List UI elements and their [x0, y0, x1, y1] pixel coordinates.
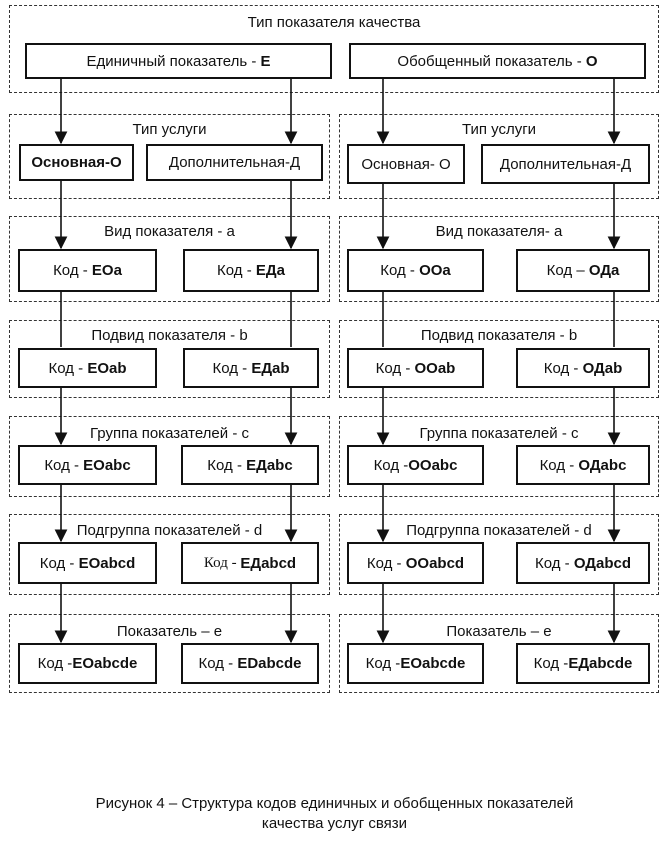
right-kind-box-1: Код - ООа [347, 249, 484, 292]
right-indicator-group: Показатель – е [339, 614, 659, 693]
right-subgroup-box-2: Код - ОДаbcd [516, 542, 650, 584]
quality-indicator-type-title: Тип показателя качества [247, 14, 421, 31]
right-kind-box-2: Код – ОДа [516, 249, 650, 292]
unit-indicator-box: Единичный показатель - Е [25, 43, 332, 79]
left-kind-title: Вид показателя - а [104, 223, 235, 240]
left-indicator-title: Показатель – е [116, 623, 223, 640]
left-indicator-box-2: Код - ЕDаbcde [181, 643, 319, 684]
right-subgroup-group: Подгруппа показателей - d [339, 514, 659, 595]
left-subgroup-box-2: Код - ЕДаbcd [181, 542, 319, 584]
left-group-box-1: Код - ЕОаbс [18, 445, 157, 485]
left-additional-service-box: Дополнительная-Д [146, 144, 323, 181]
right-subkind-group: Подвид показателя - b [339, 320, 659, 398]
quality-indicator-type-group: Тип показателя качества [9, 5, 659, 93]
left-subkind-box-2: Код - ЕДаb [183, 348, 319, 388]
left-group-title: Группа показателей - с [90, 425, 249, 442]
right-subkind-title: Подвид показателя - b [420, 327, 578, 344]
right-indicator-box-1: Код -ЕОаbcde [347, 643, 484, 684]
general-indicator-box: Обобщенный показатель - О [349, 43, 646, 79]
right-service-type-group: Тип услуги [339, 114, 659, 199]
right-kind-group: Вид показателя- а [339, 216, 659, 302]
left-group-box-2: Код - ЕДаbс [181, 445, 319, 485]
right-kind-title: Вид показателя- а [435, 223, 563, 240]
left-kind-box-1: Код - ЕОа [18, 249, 157, 292]
left-indicator-box-1: Код -ЕОаbcde [18, 643, 157, 684]
left-kind-group: Вид показателя - а [9, 216, 330, 302]
left-indicator-group: Показатель – е [9, 614, 330, 693]
left-kind-box-2: Код - ЕДа [183, 249, 319, 292]
right-additional-service-box: Дополнительная-Д [481, 144, 650, 184]
left-subgroup-box-1: Код - ЕОаbcd [18, 542, 157, 584]
left-basic-service-box: Основная-О [19, 144, 134, 181]
right-group-box-2: Код - ОДаbс [516, 445, 650, 485]
right-subkind-box-2: Код - ОДаb [516, 348, 650, 388]
right-basic-service-box: Основная- О [347, 144, 465, 184]
figure-caption-line-2: качества услуг связи [261, 815, 408, 832]
left-subgroup-group: Подгруппа показателей - d [9, 514, 330, 595]
right-subgroup-box-1: Код - ООаbcd [347, 542, 484, 584]
right-group-group: Группа показателей - с [339, 416, 659, 497]
left-subgroup-title: Подгруппа показателей - d [76, 522, 263, 539]
right-indicator-box-2: Код -ЕДаbcde [516, 643, 650, 684]
right-group-title: Группа показателей - с [419, 425, 579, 442]
left-service-type-title: Тип услуги [132, 121, 207, 138]
left-subkind-box-1: Код - ЕОаb [18, 348, 157, 388]
left-subkind-title: Подвид показателя - b [91, 327, 248, 344]
right-subkind-box-1: Код - ООаb [347, 348, 484, 388]
right-group-box-1: Код -ООаbс [347, 445, 484, 485]
left-subkind-group: Подвид показателя - b [9, 320, 330, 398]
left-service-type-group: Тип услуги [9, 114, 330, 199]
right-service-type-title: Тип услуги [461, 121, 537, 138]
figure-caption-line-1: Рисунок 4 – Структура кодов единичных и … [95, 795, 574, 812]
right-subgroup-title: Подгруппа показателей - d [406, 522, 592, 539]
left-group-group: Группа показателей - с [9, 416, 330, 497]
right-indicator-title: Показатель – е [446, 623, 552, 640]
